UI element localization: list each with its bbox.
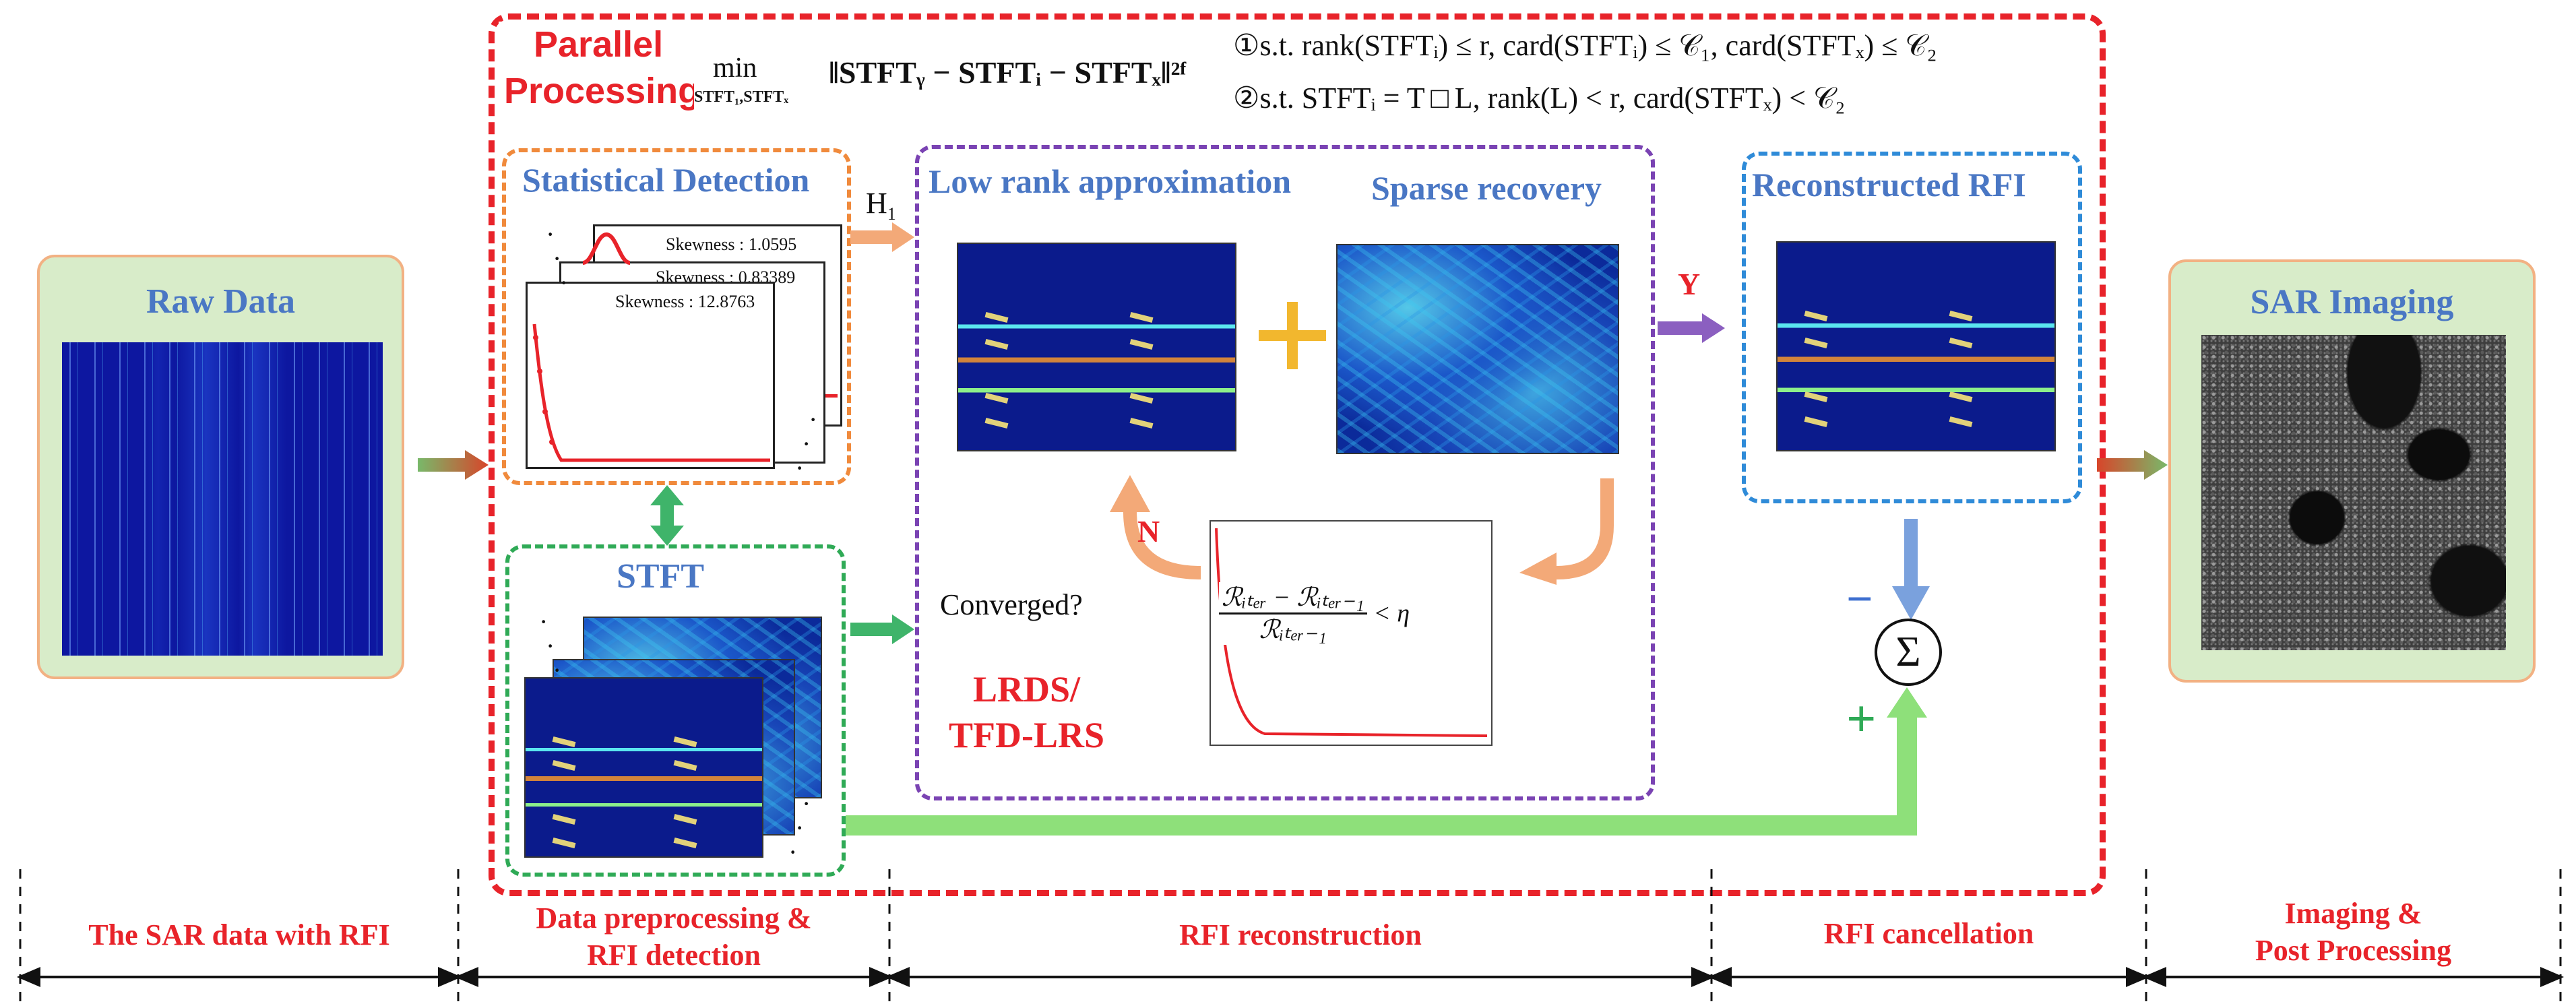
parallel-processing-label: Parallel Processing [499,22,706,115]
stage-timeline [16,869,2565,1004]
stage-label-sar-data: The SAR data with RFI [20,916,458,953]
stage-5-line2: Post Processing [2255,934,2452,967]
statistical-detection-title: Statistical Detection [522,161,810,199]
stage-1-line1: The SAR data with RFI [88,918,390,951]
parallel-processing-frame [489,13,2106,896]
stage-3-line1: RFI reconstruction [1179,918,1422,951]
reconstructed-rfi-map [1776,241,2056,451]
skewness-value-1: Skewness : 1.0595 [666,234,797,254]
stft-stack-dots-bottom: · ·· [788,788,811,867]
plus-sign: + [1846,689,1877,748]
stage-label-imaging: Imaging & Post Processing [2146,895,2561,969]
stage-5-line1: Imaging & [2284,897,2422,930]
statistical-detection-box [502,148,851,485]
skewness-value-3: Skewness : 12.8763 [615,292,755,311]
objective-expression: ‖STFTᵧ − STFTᵢ − STFTₓ‖²ᶠ [829,55,1187,90]
criterion-rhs: < η [1373,599,1410,628]
stage-2-line1: Data preprocessing & [536,902,812,935]
low-rank-title: Low rank approximation [929,162,1292,200]
stack-dots-bottom: · ·· [795,404,818,483]
sparse-map [1336,244,1619,454]
stft-title: STFT [617,557,705,596]
raw-data-panel: Raw Data [37,255,404,679]
stft-box [505,544,846,877]
stft-to-sum-line [846,815,1917,836]
objective-min-subscript: STFT₁,STFTₓ [694,88,789,106]
sar-imaging-panel: SAR Imaging [2168,259,2536,683]
raw-data-image [62,342,383,656]
low-rank-map [957,243,1236,451]
optimization-objective: min STFT₁,STFTₓ ‖STFTᵧ − STFTᵢ − STFTₓ‖²… [694,37,1233,118]
method-line1: LRDS/ [972,669,1081,710]
stft-to-lrds-arrow [850,615,914,644]
detection-curve [532,323,770,462]
stft-map-front [524,677,763,858]
stage-4-line1: RFI cancellation [1823,917,2034,950]
reconstructed-to-sum-arrow [1892,519,1930,620]
stft-to-detection-arrow [650,485,684,546]
stft-stack-dots-top: · · · [539,606,562,685]
method-label: LRDS/ TFD-LRS [949,667,1104,758]
stft-to-sum-arrowhead [1887,687,1927,718]
raw-data-title: Raw Data [146,282,295,321]
reconstructed-rfi-title: Reconstructed RFI [1752,166,2026,203]
convergence-curve [1215,528,1488,737]
constraint-1: ①s.t. rank(STFTᵢ) ≤ r, card(STFTᵢ) ≤ 𝒞₁,… [1233,28,1941,63]
convergence-criterion: ℛᵢₜₑᵣ − ℛᵢₜₑᵣ₋₁ ℛᵢₜₑᵣ₋₁ < η [1219,582,1488,645]
stft-to-sum-riser [1897,714,1917,836]
converged-label: Converged? [940,588,1083,621]
h1-subscript: 1 [887,203,896,224]
stage-label-preprocessing: Data preprocessing & RFI detection [458,900,889,974]
y-arrow [1658,313,1725,343]
criterion-denominator: ℛᵢₜₑᵣ₋₁ [1259,616,1327,644]
detection-bump-curve [582,232,631,265]
stack-dots-top: · · · [546,219,569,298]
y-label: Y [1678,267,1701,301]
loop-n-label: N [1137,514,1160,548]
stage-2-line2: RFI detection [587,939,761,972]
h1-arrow [850,222,914,252]
reconstructed-rfi-box [1742,152,2082,503]
sparse-recovery-title: Sparse recovery [1371,169,1602,207]
raw-to-pipeline-arrow [418,450,489,480]
loop-arrow-down [1519,478,1614,585]
lrds-box [915,145,1655,800]
h1-letter: H [866,187,887,220]
parallel-label-line2: Processing [504,71,701,112]
objective-min: min [713,53,757,84]
loop-arrow-up [1110,475,1201,579]
sar-imaging-title: SAR Imaging [2250,283,2454,321]
constraint-2: ②s.t. STFTᵢ = T □ L, rank(L) < r, card(S… [1233,81,1850,115]
sum-node: Σ [1875,619,1942,686]
minus-sign: − [1846,573,1873,625]
skewness-card-front: Skewness : 12.8763 [526,282,775,469]
plus-sign-yellow-vertical [1287,302,1298,369]
sum-symbol: Σ [1895,627,1921,675]
criterion-numerator: ℛᵢₜₑᵣ − ℛᵢₜₑᵣ₋₁ [1219,582,1367,615]
sar-image [2201,335,2506,650]
stage-label-reconstruction: RFI reconstruction [889,916,1711,953]
stage-label-cancellation: RFI cancellation [1711,915,2146,952]
parallel-label-line1: Parallel [534,24,664,65]
method-line2: TFD-LRS [949,714,1105,755]
convergence-plot: ℛᵢₜₑᵣ − ℛᵢₜₑᵣ₋₁ ℛᵢₜₑᵣ₋₁ < η [1210,520,1493,746]
pipeline-to-sar-arrow [2097,450,2168,480]
h1-label: H1 [866,186,896,224]
